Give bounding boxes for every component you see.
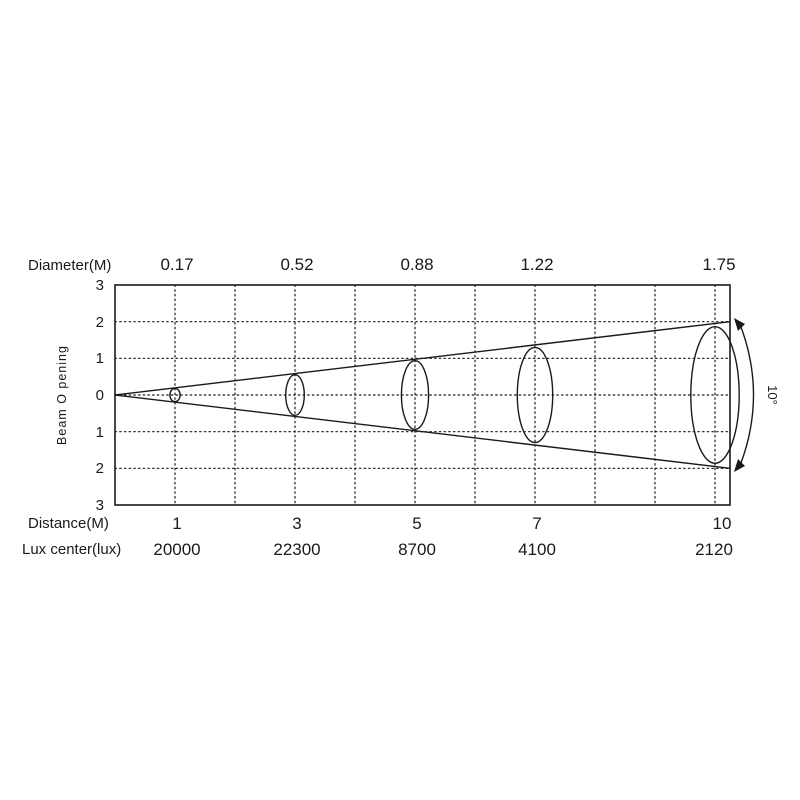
beam-ellipse-7m xyxy=(516,346,554,444)
diameter-value-3: 0.88 xyxy=(400,255,433,274)
beam-cone-upper-line xyxy=(114,320,731,396)
y-tick-top-3: 3 xyxy=(96,277,104,294)
diameter-value-4: 1.22 xyxy=(520,255,553,274)
beam-ellipse-3m xyxy=(285,374,306,417)
distance-value-4: 7 xyxy=(532,514,541,533)
lux-row-label: Lux center(lux) xyxy=(22,541,121,558)
lux-value-3: 8700 xyxy=(398,540,436,559)
beam-ellipse-10m xyxy=(690,326,740,465)
y-tick-bottom-1: 1 xyxy=(96,424,104,441)
y-axis-title: Beam O pening xyxy=(55,345,69,445)
y-tick-top-1: 1 xyxy=(96,350,104,367)
lux-value-4: 4100 xyxy=(518,540,556,559)
beam-ellipse-1m xyxy=(169,387,181,403)
distance-value-1: 1 xyxy=(172,514,181,533)
y-tick-top-2: 2 xyxy=(96,314,104,331)
y-tick-bottom-3: 3 xyxy=(96,497,104,514)
chart-layer xyxy=(114,284,755,506)
arrowhead-down-icon xyxy=(734,459,745,472)
lux-value-2: 22300 xyxy=(273,540,320,559)
distance-value-5: 10 xyxy=(713,514,732,533)
lux-value-1: 20000 xyxy=(153,540,200,559)
y-tick-zero: 0 xyxy=(96,387,104,404)
arrowhead-up-icon xyxy=(734,318,745,331)
beam-cone-lower-line xyxy=(114,394,731,470)
beam-ellipse-5m xyxy=(400,360,430,431)
distance-row-label: Distance(M) xyxy=(28,515,109,532)
diameter-value-1: 0.17 xyxy=(160,255,193,274)
beam-angle-label: 10° xyxy=(765,385,780,405)
distance-value-2: 3 xyxy=(292,514,301,533)
y-tick-bottom-2: 2 xyxy=(96,460,104,477)
diameter-value-2: 0.52 xyxy=(280,255,313,274)
diameter-row-label: Diameter(M) xyxy=(28,257,111,274)
diameter-value-5: 1.75 xyxy=(702,255,735,274)
beam-angle-arc xyxy=(740,326,755,464)
lux-value-5: 2120 xyxy=(695,540,733,559)
distance-value-3: 5 xyxy=(412,514,421,533)
